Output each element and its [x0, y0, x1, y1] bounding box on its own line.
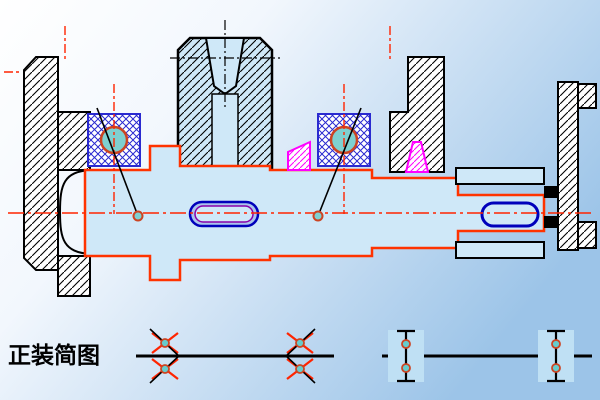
contact-angle-lines — [96, 107, 362, 222]
schematic-bearing-left-top — [149, 328, 181, 358]
left-cap-flange-hatch — [24, 57, 58, 270]
right-housing-hatch — [390, 57, 444, 172]
cover-plate-bottom — [455, 241, 545, 259]
right-cover-plates — [455, 167, 545, 259]
ball-dot — [551, 339, 561, 349]
end-plate-top-lug-hatch — [578, 84, 596, 108]
ball-dot — [401, 339, 411, 349]
schematic-housing-blocks — [382, 329, 592, 383]
seal-spacers — [287, 140, 430, 173]
left-cap-upper-sleeve-hatch — [58, 112, 90, 170]
left-contact-line — [96, 107, 139, 217]
gear — [170, 20, 280, 172]
ball-dot — [295, 338, 305, 348]
schematic-bearing-right-bottom — [284, 354, 316, 384]
keyway-right — [480, 201, 540, 228]
schematic-bearing-right-top — [284, 328, 316, 358]
ball-dot — [160, 364, 170, 374]
ball-dot — [551, 363, 561, 373]
schematic-angular-contact — [136, 328, 334, 384]
right-end-assembly — [544, 81, 597, 251]
seal-spacer-left-hatch — [288, 142, 310, 170]
cover-plate-top — [455, 167, 545, 185]
caption-label: 正装简图 — [8, 342, 100, 369]
left-end-cap — [23, 56, 91, 297]
centerlines — [4, 26, 594, 214]
right-contact-line — [317, 107, 362, 217]
seal-spacer-right-hatch — [406, 142, 428, 172]
ball-dot — [160, 338, 170, 348]
left-cap-bore-profile — [58, 169, 91, 255]
schematic-bearing-left-bottom — [149, 354, 181, 384]
right-contact-point — [312, 210, 324, 222]
end-bolt-lower — [544, 216, 558, 228]
ball-dot — [401, 363, 411, 373]
keyway-middle-inner — [194, 205, 254, 223]
left-contact-point — [132, 210, 144, 222]
end-plate-bottom-lug-hatch — [578, 222, 596, 248]
ball-dot — [295, 364, 305, 374]
end-bolt-upper — [544, 186, 558, 198]
left-cap-lower-sleeve-hatch — [58, 256, 90, 296]
end-plate-bar-hatch — [558, 82, 578, 250]
right-housing — [389, 56, 445, 173]
